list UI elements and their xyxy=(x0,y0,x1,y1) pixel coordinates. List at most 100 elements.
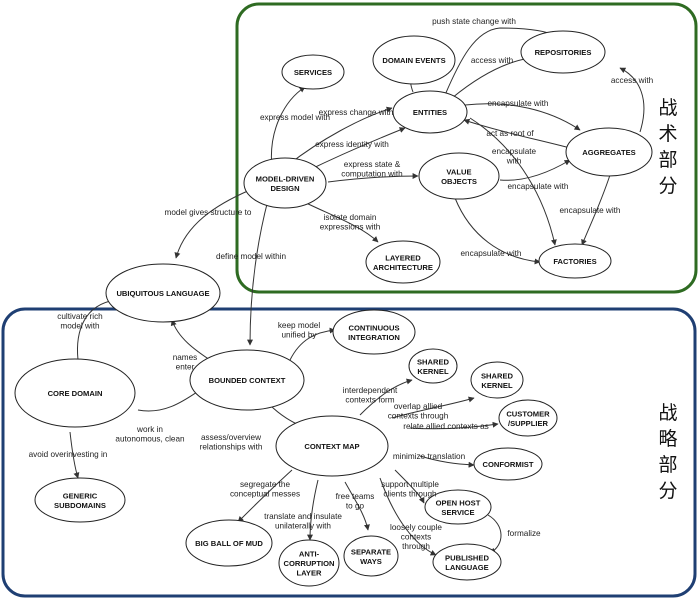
node-bounded-context: BOUNDED CONTEXT xyxy=(189,349,305,411)
node-title: LAYERED xyxy=(385,253,421,262)
edge-core-bounded xyxy=(137,389,201,412)
node-ellipse xyxy=(372,35,456,85)
node-ellipse xyxy=(498,399,558,437)
node-title: CONTEXT MAP xyxy=(304,442,359,451)
edge-label-line: assess/overview xyxy=(201,433,261,442)
edge-cm-sk1 xyxy=(359,378,413,416)
node-ellipse xyxy=(343,535,399,577)
edge-mdd-ubiquitous xyxy=(174,189,251,259)
edge-label-push-state-change-with: push state change with xyxy=(432,17,516,26)
node-title: /SUPPLIER xyxy=(508,419,549,428)
node-title: SERVICES xyxy=(294,68,332,77)
node-ellipse xyxy=(275,415,389,477)
node-factories: FACTORIES xyxy=(538,243,612,279)
node-repositories: REPOSITORIES xyxy=(520,30,606,74)
edge-mdd-bounded xyxy=(247,199,269,346)
node-title: MODEL-DRIVEN xyxy=(256,174,315,183)
node-ellipse xyxy=(432,543,502,581)
node-title: PUBLISHED xyxy=(445,553,489,562)
node-title: GENERIC xyxy=(63,491,98,500)
node-ellipse xyxy=(470,361,524,399)
node-ellipse xyxy=(565,127,653,177)
tactical-char-2: 术 xyxy=(658,123,677,145)
edge-label-line: translate and insulate xyxy=(264,512,342,521)
edge-mdd-entities-change xyxy=(287,106,393,166)
node-title: SHARED xyxy=(481,371,514,380)
edge-label-line: contexts through xyxy=(388,412,449,421)
node-ellipse xyxy=(473,447,543,481)
edge-label-express-state-computation: express state &computation with xyxy=(341,160,403,179)
node-title: REPOSITORIES xyxy=(535,48,592,57)
edge-label-line: act as root of xyxy=(486,129,534,138)
node-title: UBIQUITOUS LANGUAGE xyxy=(116,289,209,298)
edge-label-line: segregate the xyxy=(240,480,291,489)
edge-label-line: model with xyxy=(60,322,100,331)
edge-label-encapsulate-with-vo-aggr: encapsulate with xyxy=(508,182,569,191)
edge-label-line: conceptual messes xyxy=(230,490,300,499)
edge-label-minimize-translation: minimize translation xyxy=(393,452,466,461)
node-title: FACTORIES xyxy=(553,257,596,266)
edge-label-access-with-aggr: access with xyxy=(611,76,654,85)
edge-cm-separate xyxy=(344,481,370,531)
edge-label-line: overlap allied xyxy=(394,402,443,411)
edge-label-line: access with xyxy=(471,56,514,65)
node-conformist: CONFORMIST xyxy=(473,447,543,481)
node-ellipse xyxy=(14,358,136,428)
edge-label-line: isolate domain xyxy=(324,213,377,222)
node-ubiquitous-language: UBIQUITOUS LANGUAGE xyxy=(105,263,221,323)
edge-label-line: avoid overinvesting in xyxy=(29,450,108,459)
edge-bounded-ci xyxy=(289,327,336,361)
edge-label-line: push state change with xyxy=(432,17,516,26)
node-title: KERNEL xyxy=(481,381,513,390)
node-ellipse xyxy=(243,157,327,209)
edge-push-state xyxy=(444,27,557,96)
edge-label-line: unified by xyxy=(281,331,317,340)
node-title: ENTITIES xyxy=(413,108,447,117)
node-title: BIG BALL OF MUD xyxy=(195,539,263,548)
node-ellipse xyxy=(538,243,612,279)
edge-label-model-gives-structure-to: model gives structure to xyxy=(165,208,252,217)
node-title: SEPARATE xyxy=(351,547,391,556)
edge-label-line: unilaterally with xyxy=(275,522,331,531)
node-title: SUBDOMAINS xyxy=(54,501,106,510)
edge-cm-published xyxy=(379,477,437,556)
node-title: CUSTOMER xyxy=(506,409,550,418)
tactical-char-1: 战 xyxy=(658,97,677,119)
strategic-char-3: 部 xyxy=(658,454,677,476)
edge-core-ubiquitous xyxy=(76,297,116,361)
edge-mdd-layered xyxy=(299,199,379,243)
node-title: OBJECTS xyxy=(441,177,477,186)
edge-cm-conformist xyxy=(419,455,475,468)
edge-label-line: formalize xyxy=(507,529,541,538)
node-domain-events: DOMAIN EVENTS xyxy=(372,35,456,85)
edge-label-line: encapsulate with xyxy=(461,249,522,258)
edge-entities-aggregates xyxy=(464,103,581,131)
edge-label-avoid-overinvesting: avoid overinvesting in xyxy=(29,450,108,459)
edge-label-line: interdependent xyxy=(343,386,398,395)
edge-entities-factories xyxy=(469,117,557,246)
node-customer-supplier: CUSTOMER/SUPPLIER xyxy=(498,399,558,437)
edge-aggregates-repos xyxy=(619,67,645,133)
node-ellipse xyxy=(189,349,305,411)
node-title: SERVICE xyxy=(441,508,474,517)
edge-mdd-services xyxy=(270,86,306,169)
edge-label-line: autonomous, clean xyxy=(115,435,185,444)
edge-label-line: express state & xyxy=(344,160,401,169)
tactical-region-frame xyxy=(235,2,698,294)
edge-label-line: computation with xyxy=(341,170,403,179)
edge-label-line: access with xyxy=(611,76,654,85)
